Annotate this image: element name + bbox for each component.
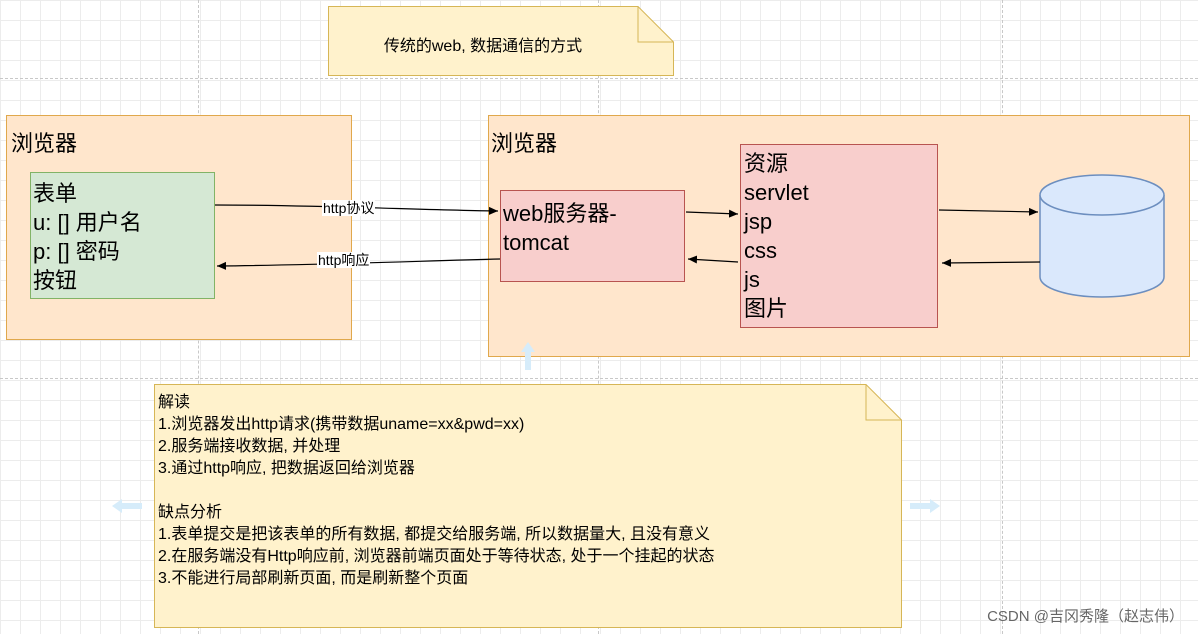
response-label: http响应 — [317, 252, 371, 268]
note-line: 1.浏览器发出http请求(携带数据uname=xx&pwd=xx) — [158, 416, 525, 433]
resource-item: servlet — [744, 180, 809, 205]
resources-to-server-arrow — [687, 255, 739, 264]
note-spacer — [158, 480, 714, 502]
database-to-resources-arrow — [941, 258, 1041, 267]
resource-item: css — [744, 238, 777, 263]
watermark: CSDN @吉冈秀隆（赵志伟） — [987, 608, 1184, 625]
server-to-resources-arrow — [685, 209, 739, 218]
form-username-field: u: [] 用户名 — [33, 210, 142, 235]
client-browser-title: 浏览器 — [11, 131, 78, 156]
resource-item: js — [744, 267, 760, 292]
selection-handle-icon — [910, 499, 940, 513]
note-shape — [328, 6, 674, 76]
form-button: 按钮 — [33, 268, 78, 293]
note-line: 2.服务端接收数据, 并处理 — [158, 438, 341, 455]
web-server-name: tomcat — [503, 230, 570, 255]
note-line: 3.通过http响应, 把数据返回给浏览器 — [158, 460, 415, 477]
resource-item: jsp — [744, 209, 773, 234]
resource-item: 图片 — [744, 296, 789, 321]
resources-title: 资源 — [744, 151, 789, 176]
note-heading: 解读 — [158, 394, 191, 411]
form-box[interactable]: 表单 u: [] 用户名 p: [] 密码 按钮 — [30, 172, 215, 299]
database-icon — [1039, 174, 1165, 298]
web-server-label: web服务器- — [503, 201, 617, 226]
note-shape — [154, 384, 902, 628]
note-line: 1.表单提交是把该表单的所有数据, 都提交给服务端, 所以数据量大, 且没有意义 — [158, 526, 711, 543]
guide-line — [0, 78, 1198, 79]
selection-handle-icon — [112, 499, 142, 513]
top-note[interactable]: 传统的web, 数据通信的方式 — [328, 6, 674, 76]
form-title: 表单 — [33, 181, 78, 206]
resources-box[interactable]: 资源 servlet jsp css js 图片 — [740, 144, 938, 328]
web-server-box[interactable]: web服务器- tomcat — [500, 190, 685, 282]
resources-to-database-arrow — [938, 207, 1039, 216]
form-lines: 表单 u: [] 用户名 p: [] 密码 按钮 — [33, 179, 214, 295]
server-browser-title: 浏览器 — [491, 131, 558, 156]
note-line: 2.在服务端没有Http响应前, 浏览器前端页面处于等待状态, 处于一个挂起的状… — [158, 548, 715, 565]
form-password-field: p: [] 密码 — [33, 239, 120, 264]
note-line: 3.不能进行局部刷新页面, 而是刷新整个页面 — [158, 570, 469, 587]
request-label: http协议 — [322, 200, 376, 216]
guide-line — [0, 378, 1198, 379]
selection-handle-icon — [521, 342, 535, 370]
explanation-note[interactable]: 解读 1.浏览器发出http请求(携带数据uname=xx&pwd=xx) 2.… — [154, 384, 902, 628]
note-heading: 缺点分析 — [158, 504, 223, 521]
top-note-text: 传统的web, 数据通信的方式 — [383, 38, 583, 55]
